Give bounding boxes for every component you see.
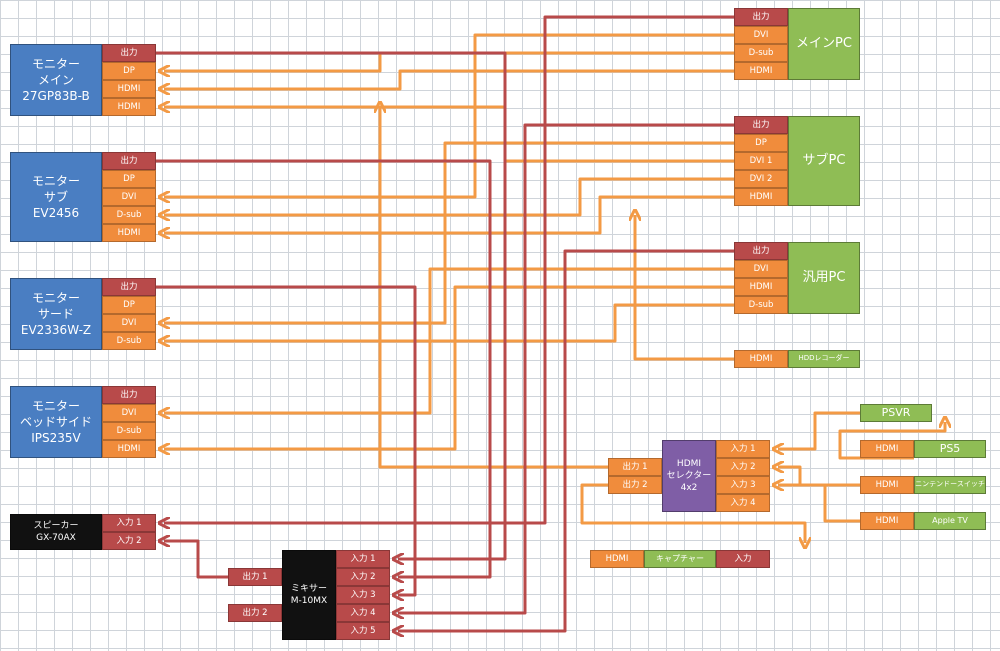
monitor-sub-port-hdmi[interactable]: HDMI [102, 224, 156, 242]
audio-wire-22 [398, 123, 734, 613]
monitor-bedside-port-dvi[interactable]: DVI [102, 404, 156, 422]
ps5-port-hdmi[interactable]: HDMI [860, 440, 914, 458]
apple-tv-port-hdmi[interactable]: HDMI [860, 512, 914, 530]
video-wire-3 [164, 69, 734, 89]
audio-wire-21 [164, 15, 734, 523]
capture-box: キャプチャー [644, 550, 716, 568]
video-wire-5 [164, 107, 734, 163]
monitor-sub-box: モニター サブ EV2456 [10, 152, 102, 242]
switch-port-hdmi[interactable]: HDMI [860, 476, 914, 494]
selector-port-out-2[interactable]: 出力 2 [608, 476, 662, 494]
monitor-bedside-port-out[interactable]: 出力 [102, 386, 156, 404]
monitor-bedside-port-dsub[interactable]: D-sub [102, 422, 156, 440]
monitor-bedside-box: モニター ベッドサイド IPS235V [10, 386, 102, 458]
monitor-main-port-hdmi-2[interactable]: HDMI [102, 98, 156, 116]
ps5-box: PS5 [914, 440, 986, 458]
video-wire-2 [164, 51, 734, 71]
video-wire-14 [778, 467, 860, 487]
audio-wire-23 [398, 249, 734, 631]
general-pc-port-out[interactable]: 出力 [734, 242, 788, 260]
mixer-port-out-2[interactable]: 出力 2 [228, 604, 282, 622]
apple-tv-box: Apple TV [914, 512, 986, 530]
monitor-sub-port-dp[interactable]: DP [102, 170, 156, 188]
video-wire-9 [164, 285, 734, 449]
monitor-main-box: モニター メイン 27GP83B-B [10, 44, 102, 116]
general-pc-box: 汎用PC [788, 242, 860, 314]
video-wire-16 [380, 107, 608, 469]
monitor-main-port-hdmi-1[interactable]: HDMI [102, 80, 156, 98]
audio-wire-20 [156, 285, 417, 595]
speaker-port-in-2[interactable]: 入力 2 [102, 532, 156, 550]
video-wire-11 [635, 215, 734, 361]
mixer-port-in-4[interactable]: 入力 4 [336, 604, 390, 622]
video-wire-13 [778, 411, 860, 449]
video-wire-15 [778, 485, 860, 523]
monitor-sub-port-out[interactable]: 出力 [102, 152, 156, 170]
monitor-bedside-port-hdmi[interactable]: HDMI [102, 440, 156, 458]
video-wire-1 [164, 33, 734, 197]
monitor-third-box: モニター サード EV2336W-Z [10, 278, 102, 350]
mixer-port-out-1[interactable]: 出力 1 [228, 568, 282, 586]
selector-port-out-1[interactable]: 出力 1 [608, 458, 662, 476]
video-wire-6 [164, 177, 734, 215]
sub-pc-port-out[interactable]: 出力 [734, 116, 788, 134]
capture-port-hdmi[interactable]: HDMI [590, 550, 644, 568]
selector-port-in-2[interactable]: 入力 2 [716, 458, 770, 476]
psvr-box: PSVR [860, 404, 932, 422]
main-pc-port-out[interactable]: 出力 [734, 8, 788, 26]
monitor-third-port-out[interactable]: 出力 [102, 278, 156, 296]
mixer-port-in-2[interactable]: 入力 2 [336, 568, 390, 586]
general-pc-port-dvi[interactable]: DVI [734, 260, 788, 278]
mixer-port-in-5[interactable]: 入力 5 [336, 622, 390, 640]
sub-pc-port-dvi-1[interactable]: DVI 1 [734, 152, 788, 170]
monitor-third-port-dvi[interactable]: DVI [102, 314, 156, 332]
speaker-port-in-1[interactable]: 入力 1 [102, 514, 156, 532]
mixer-port-in-3[interactable]: 入力 3 [336, 586, 390, 604]
monitor-third-port-dp[interactable]: DP [102, 296, 156, 314]
main-pc-port-dsub[interactable]: D-sub [734, 44, 788, 62]
hdd-recorder-box: HDDレコーダー [788, 350, 860, 368]
mixer-box: ミキサー M-10MX [282, 550, 336, 640]
sub-pc-port-dvi-2[interactable]: DVI 2 [734, 170, 788, 188]
main-pc-box: メインPC [788, 8, 860, 80]
mixer-port-in-1[interactable]: 入力 1 [336, 550, 390, 568]
selector-port-in-1[interactable]: 入力 1 [716, 440, 770, 458]
capture-port-in[interactable]: 入力 [716, 550, 770, 568]
monitor-main-port-out[interactable]: 出力 [102, 44, 156, 62]
monitor-main-port-dp[interactable]: DP [102, 62, 156, 80]
main-pc-port-dvi[interactable]: DVI [734, 26, 788, 44]
sub-pc-port-hdmi[interactable]: HDMI [734, 188, 788, 206]
switch-box: ニンテンドースイッチ [914, 476, 986, 494]
monitor-sub-port-dsub[interactable]: D-sub [102, 206, 156, 224]
sub-pc-port-dp[interactable]: DP [734, 134, 788, 152]
hdmi-selector-box: HDMI セレクター 4x2 [662, 440, 716, 512]
sub-pc-box: サブPC [788, 116, 860, 206]
video-wire-7 [164, 195, 734, 233]
audio-wire-24 [164, 541, 228, 579]
hdd-recorder-port-hdmi[interactable]: HDMI [734, 350, 788, 368]
main-pc-port-hdmi[interactable]: HDMI [734, 62, 788, 80]
general-pc-port-hdmi[interactable]: HDMI [734, 278, 788, 296]
monitor-third-port-dsub[interactable]: D-sub [102, 332, 156, 350]
video-wire-17 [580, 483, 805, 543]
selector-port-in-3[interactable]: 入力 3 [716, 476, 770, 494]
video-wire-10 [164, 303, 734, 341]
general-pc-port-dsub[interactable]: D-sub [734, 296, 788, 314]
selector-port-in-4[interactable]: 入力 4 [716, 494, 770, 512]
video-wire-12 [838, 422, 945, 460]
audio-wire-18 [156, 51, 507, 559]
monitor-sub-port-dvi[interactable]: DVI [102, 188, 156, 206]
audio-wire-19 [156, 159, 492, 577]
speaker-box: スピーカー GX-70AX [10, 514, 102, 550]
